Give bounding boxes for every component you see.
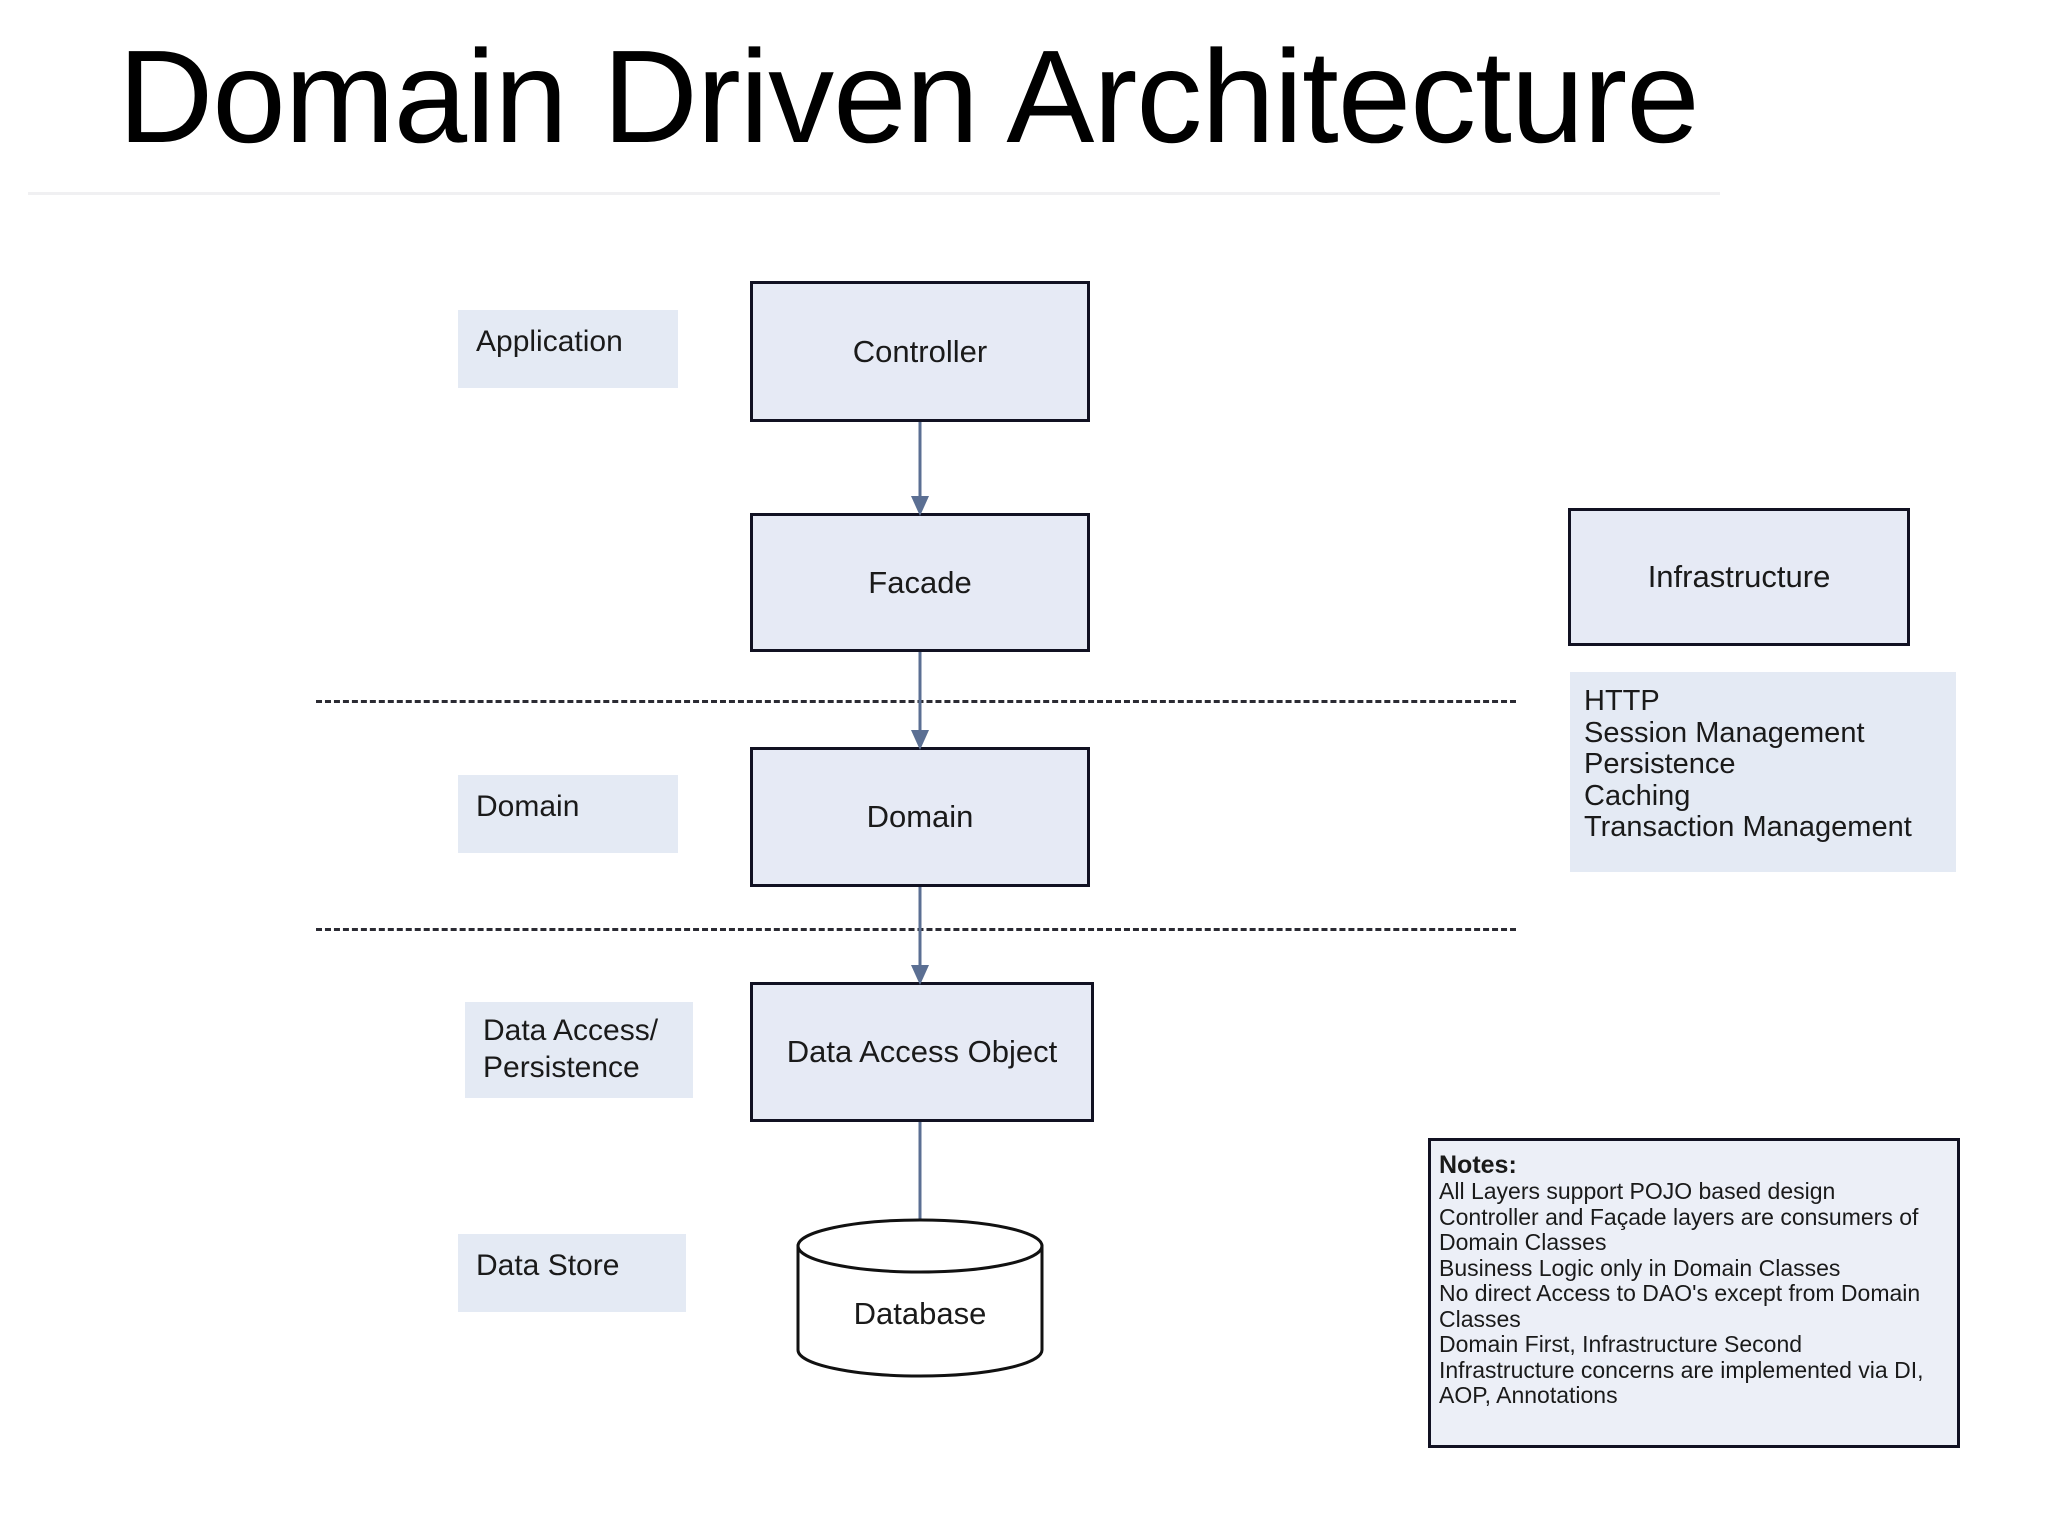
notes-line: No direct Access to DAO's except from Do… xyxy=(1439,1280,1921,1332)
layer-label-application: Application xyxy=(458,310,678,388)
flow-node-facade[interactable]: Facade xyxy=(750,513,1090,652)
separator-application-domain xyxy=(316,700,1516,703)
notes-line: Controller and Façade layers are consume… xyxy=(1439,1203,1919,1255)
notes-line: Business Logic only in Domain Classes xyxy=(1439,1254,1841,1281)
infrastructure-item-session-management: Session Management xyxy=(1584,716,1865,749)
page-title: Domain Driven Architecture xyxy=(118,23,1700,170)
separator-domain-data-access xyxy=(316,928,1516,931)
infrastructure-list: HTTP Session Management Persistence Cach… xyxy=(1570,672,1956,872)
infrastructure-box[interactable]: Infrastructure xyxy=(1568,508,1910,646)
notes-line: All Layers support POJO based design xyxy=(1439,1178,1836,1204)
flow-node-controller-label: Controller xyxy=(852,333,988,369)
arrow-controller-to-facade xyxy=(911,422,929,516)
layer-label-data-store: Data Store xyxy=(458,1234,686,1312)
notes-heading: Notes: xyxy=(1439,1151,1517,1179)
layer-label-data-access-persistence: Data Access/ Persistence xyxy=(465,1002,693,1098)
title-divider xyxy=(28,192,1720,195)
notes-lines: All Layers support POJO based design Con… xyxy=(1439,1178,1947,1409)
notes-box: Notes: All Layers support POJO based des… xyxy=(1428,1138,1960,1448)
infrastructure-item-http: HTTP xyxy=(1584,685,1660,717)
flow-node-domain[interactable]: Domain xyxy=(750,747,1090,887)
database-cylinder-icon xyxy=(796,1218,1044,1378)
notes-line: Infrastructure concerns are implemented … xyxy=(1439,1356,1924,1408)
flow-node-controller[interactable]: Controller xyxy=(750,281,1090,422)
infrastructure-title: Infrastructure xyxy=(1647,559,1831,594)
flow-node-database[interactable]: Database xyxy=(795,1218,1045,1378)
layer-label-domain: Domain xyxy=(458,775,678,853)
arrow-domain-to-data-access-object xyxy=(911,887,929,985)
notes-line: Domain First, Infrastructure Second xyxy=(1439,1331,1803,1357)
arrow-facade-to-domain xyxy=(911,652,929,750)
infrastructure-item-transaction-management: Transaction Management xyxy=(1584,811,1912,843)
flow-node-domain-label: Domain xyxy=(866,799,974,834)
flow-node-data-access-object[interactable]: Data Access Object xyxy=(750,982,1094,1122)
flow-node-facade-label: Facade xyxy=(868,564,972,600)
flow-node-database-label: Database xyxy=(853,1296,987,1331)
flow-node-data-access-object-label: Data Access Object xyxy=(786,1034,1058,1069)
infrastructure-item-caching: Caching xyxy=(1584,779,1691,812)
infrastructure-item-persistence: Persistence xyxy=(1584,748,1736,780)
